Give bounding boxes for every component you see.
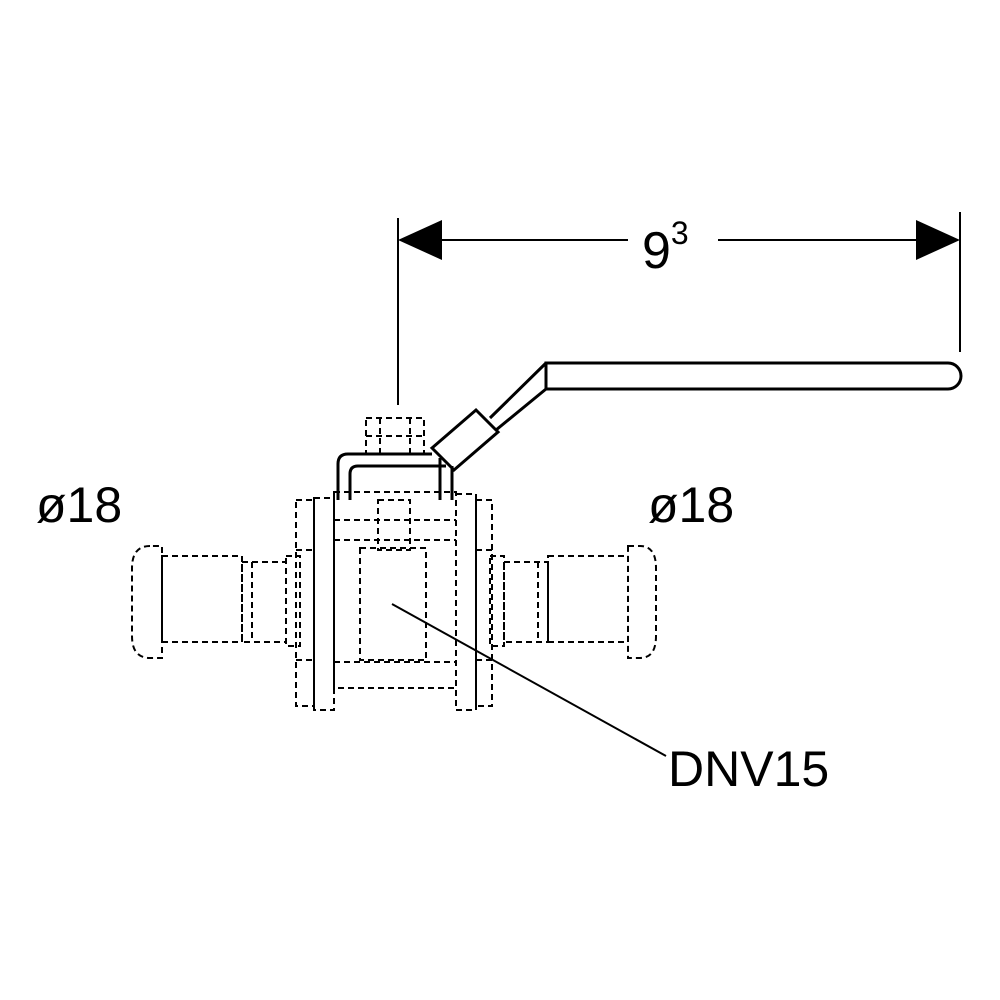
part-code-label: DNV15 bbox=[668, 741, 829, 797]
valve-body bbox=[295, 491, 493, 711]
stem-nut bbox=[365, 417, 425, 455]
handle-sleeve bbox=[429, 407, 501, 473]
dimension-annotation: 93 bbox=[397, 212, 961, 405]
leader-line bbox=[391, 603, 667, 757]
dimension-arrow-left bbox=[398, 220, 442, 260]
dimension-value: 9 bbox=[642, 222, 671, 280]
dimension-superscript: 3 bbox=[671, 215, 689, 251]
left-diameter-label: ø18 bbox=[36, 477, 122, 533]
left-fitting bbox=[131, 545, 301, 659]
handle-bracket bbox=[336, 452, 446, 500]
right-diameter-label: ø18 bbox=[648, 477, 734, 533]
handle-neck bbox=[488, 361, 548, 432]
right-fitting bbox=[489, 545, 657, 659]
handle-bar bbox=[544, 361, 963, 391]
valve-handle bbox=[336, 361, 963, 500]
dimension-value-text: 93 bbox=[642, 215, 689, 280]
dimension-arrow-right bbox=[916, 220, 960, 260]
